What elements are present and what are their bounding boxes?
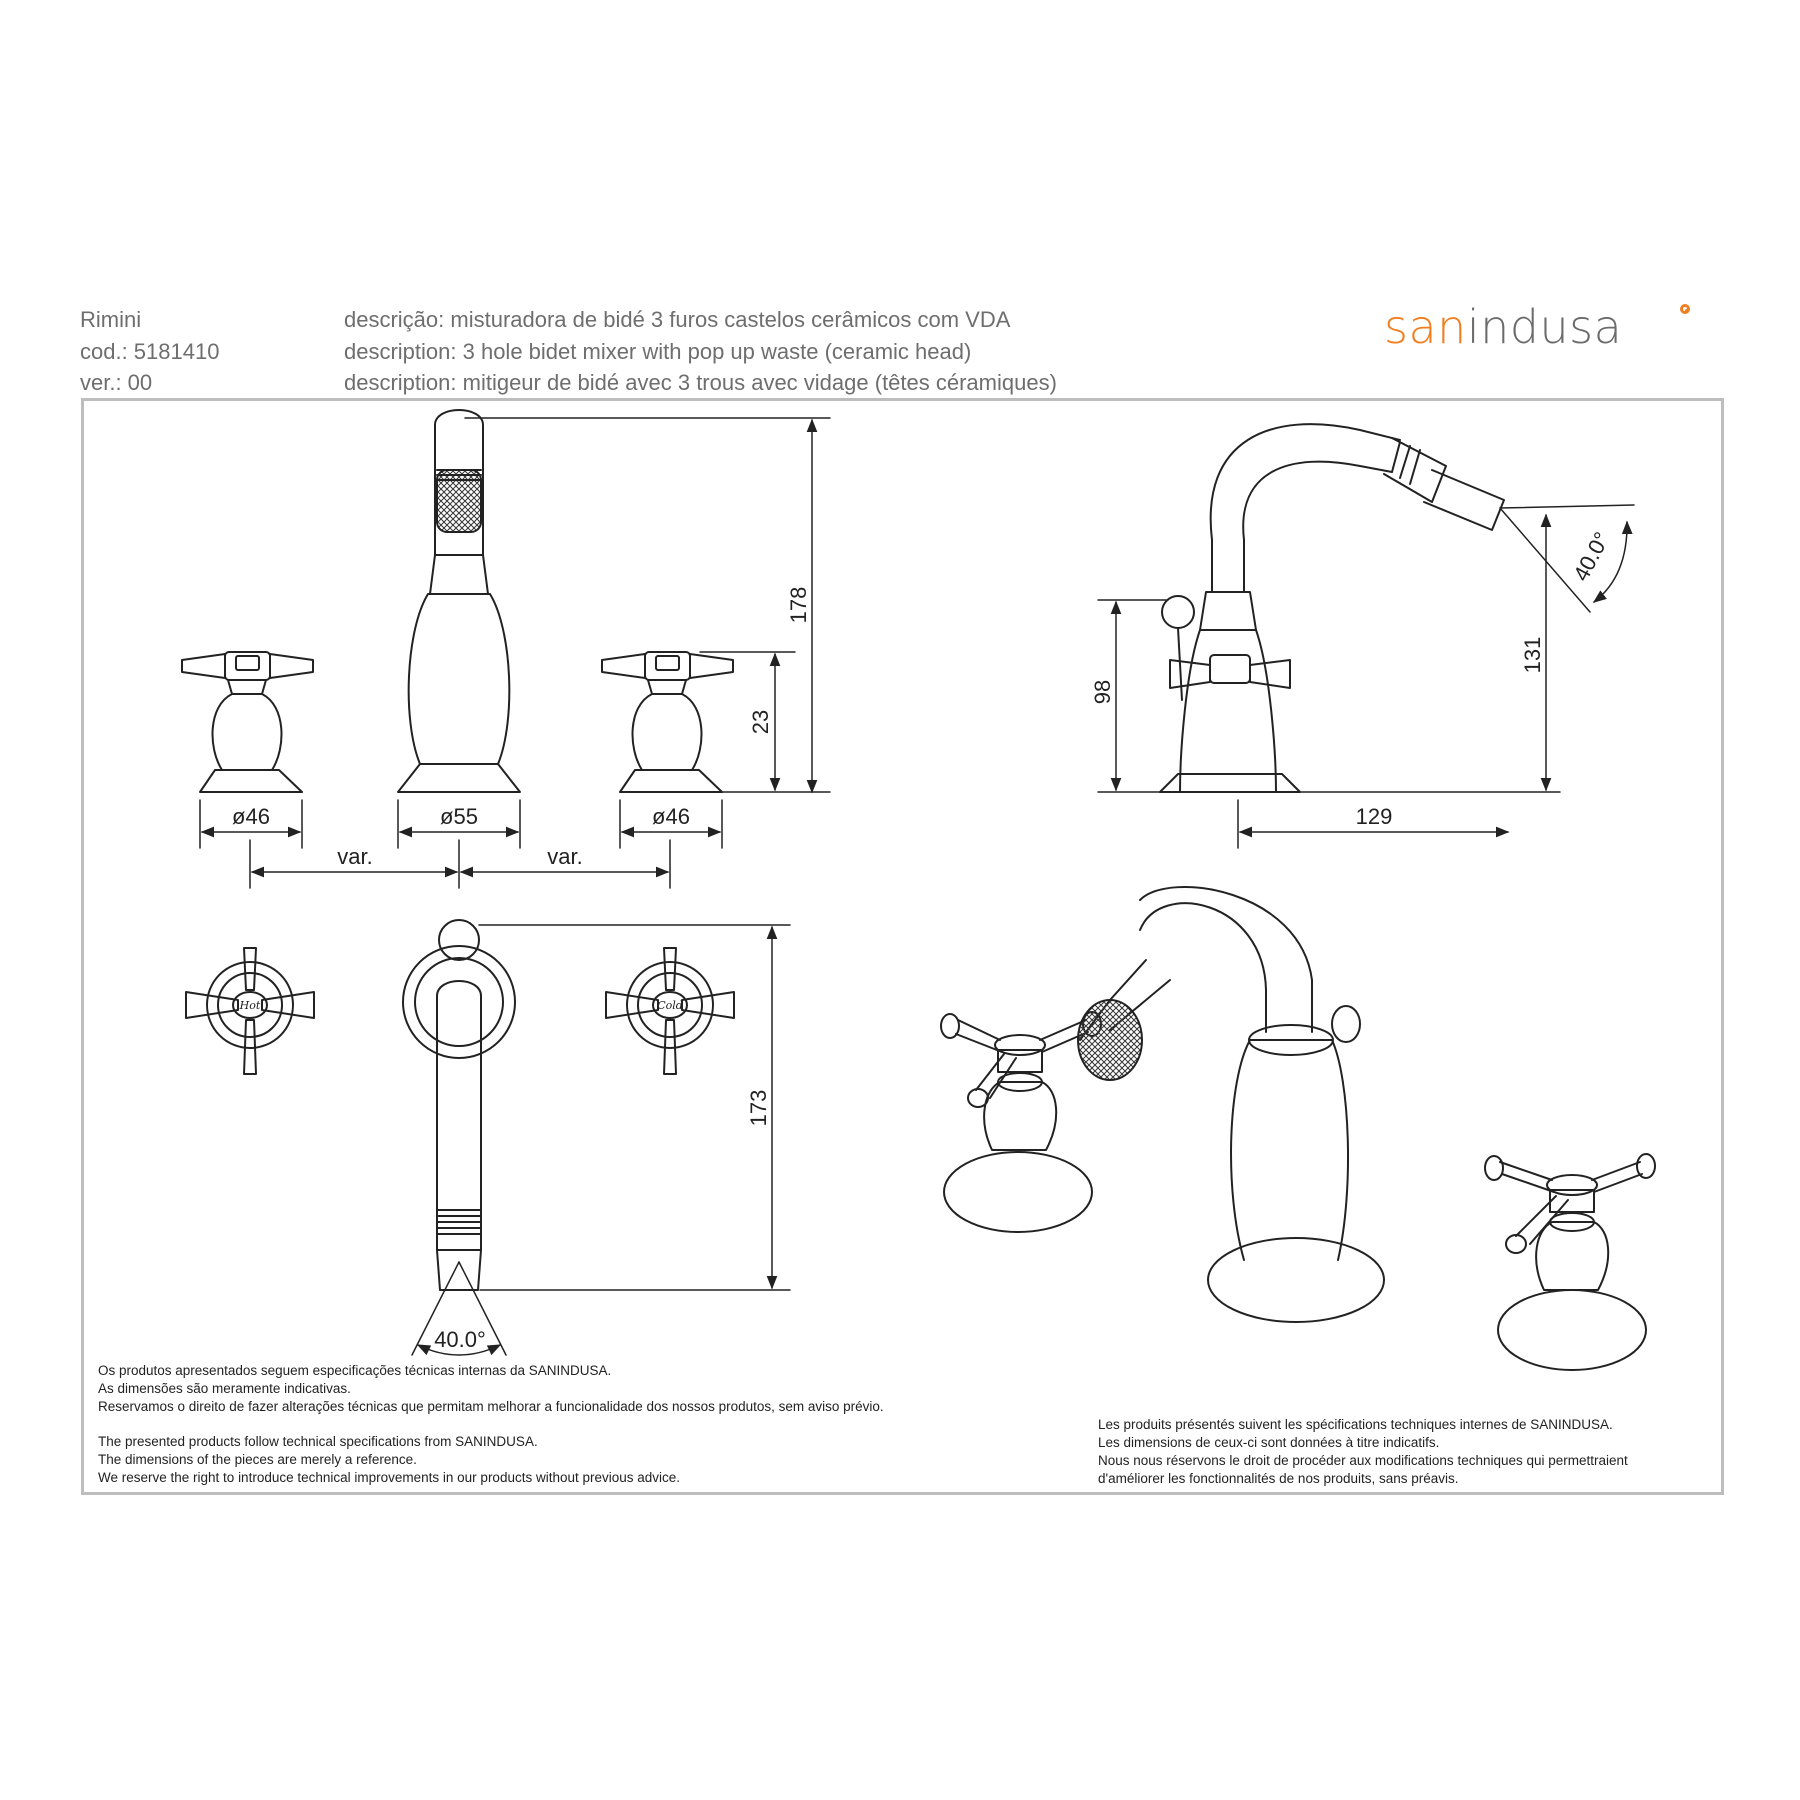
version-label: ver.: 00: [80, 370, 153, 395]
dim-top-angle: 40.0°: [434, 1327, 486, 1352]
top-view: [185, 919, 791, 1356]
note-line: The presented products follow technical …: [98, 1434, 538, 1449]
dim-diam-center: ø55: [440, 804, 478, 829]
logo-part-san: san: [1384, 300, 1467, 354]
model-name: Rimini: [80, 307, 142, 332]
perspective-right-handle: [1484, 1153, 1656, 1371]
dim-handle-height: 23: [748, 710, 773, 734]
front-left-handle: [181, 651, 314, 793]
description-fr: description: mitigeur de bidé avec 3 tro…: [344, 370, 1057, 395]
top-right-handle: [605, 947, 735, 1075]
dim-side-angle: 40.0°: [1568, 528, 1614, 585]
dim-side-reach: 129: [1356, 804, 1393, 829]
side-view: [1097, 423, 1635, 849]
note-line: The dimensions of the pieces are merely …: [98, 1452, 417, 1467]
sanindusa-logo: sanindusa: [1384, 300, 1622, 354]
front-right-handle: [601, 651, 734, 793]
notes-fr: Les produits présentés suivent les spéci…: [1098, 1416, 1628, 1488]
dim-diam-left: ø46: [232, 804, 270, 829]
dim-side-height: 98: [1090, 680, 1115, 704]
dimension-labels: 178 23 ø46 ø55 ø46 var. var. 173 40.0° 9…: [232, 528, 1614, 1352]
note-line: Les produits présentés suivent les spéci…: [1098, 1417, 1613, 1432]
perspective-view: [940, 886, 1656, 1371]
note-line: d'améliorer les fonctionnalités de nos p…: [1098, 1471, 1459, 1486]
note-line: Reservamos o direito de fazer alterações…: [98, 1399, 884, 1414]
perspective-left-handle: [940, 1011, 1102, 1233]
note-line: Nous nous réservons le droit de procéder…: [1098, 1453, 1628, 1468]
cold-cap-label: Cold: [657, 999, 683, 1012]
description-en: description: 3 hole bidet mixer with pop…: [344, 339, 972, 364]
dim-top-length: 173: [746, 1090, 771, 1127]
front-center-body: [397, 409, 521, 793]
notes-en: The presented products follow technical …: [98, 1433, 680, 1487]
logo-dot-icon: [1680, 304, 1690, 314]
perspective-center-spout: [1077, 886, 1385, 1323]
top-left-handle: [185, 947, 315, 1075]
dim-spacing-left: var.: [337, 844, 372, 869]
dim-height-total: 178: [786, 587, 811, 624]
dim-spacing-right: var.: [547, 844, 582, 869]
note-line: Os produtos apresentados seguem especifi…: [98, 1363, 612, 1378]
product-code: cod.: 5181410: [80, 339, 220, 364]
front-view: [181, 409, 831, 889]
top-center-spout: [402, 919, 516, 1291]
dim-side-spout-height: 131: [1520, 637, 1545, 674]
dim-diam-right: ø46: [652, 804, 690, 829]
note-line: Les dimensions de ceux-ci sont données à…: [1098, 1435, 1440, 1450]
note-line: We reserve the right to introduce techni…: [98, 1470, 681, 1485]
notes-pt: Os produtos apresentados seguem especifi…: [98, 1362, 884, 1416]
description-pt: descrição: misturadora de bidé 3 furos c…: [344, 307, 1011, 332]
logo-part-indusa: indusa: [1466, 300, 1623, 354]
note-line: As dimensões são meramente indicativas.: [98, 1381, 351, 1396]
hot-cap-label: Hot: [239, 999, 261, 1012]
drawing-frame: [81, 398, 1724, 1495]
